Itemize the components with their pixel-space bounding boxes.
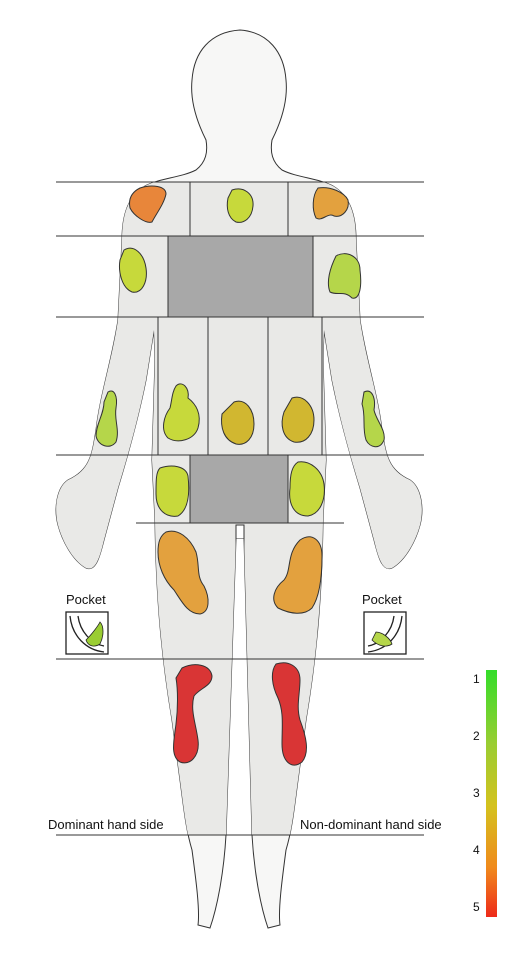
blob-right-thigh [273,536,323,614]
blob-right-forearm [361,390,385,448]
blob-abdomen-right [281,396,315,443]
scale-tick-3: 3 [473,786,480,800]
scale-tick-2: 2 [473,729,480,743]
scale-tick-5: 5 [473,900,480,914]
blob-abdomen-center [221,400,255,445]
blob-left-shoulder [129,185,167,223]
blob-neck [226,188,254,223]
heat-blobs [95,185,385,766]
blob-left-thigh [157,530,209,615]
scale-tick-1: 1 [473,672,480,686]
scale-tick-4: 4 [473,843,480,857]
pocket-label-right: Pocket [362,592,402,607]
region-dividers [157,182,323,455]
blob-right-upper-arm [327,253,362,299]
non-dominant-side-label: Non-dominant hand side [300,817,442,832]
blob-right-hip [289,461,325,517]
blob-right-shoulder [312,187,349,220]
pocket-label-left: Pocket [66,592,106,607]
blocked-chest-area [167,235,314,318]
blob-right-shin [271,662,307,766]
pocket-icon-right [363,611,407,655]
blob-left-shin [173,664,213,764]
blocked-hip-area [189,454,289,524]
blob-left-hip [155,465,190,517]
blob-left-upper-arm [119,247,147,293]
severity-scale-ticks: 1 2 3 4 5 [473,672,480,914]
pocket-icon-left [65,611,109,655]
severity-scale-bar [486,670,497,917]
blob-abdomen-left [163,383,200,442]
blob-left-forearm [95,390,118,447]
band-lines [56,181,424,836]
dominant-side-label: Dominant hand side [48,817,164,832]
